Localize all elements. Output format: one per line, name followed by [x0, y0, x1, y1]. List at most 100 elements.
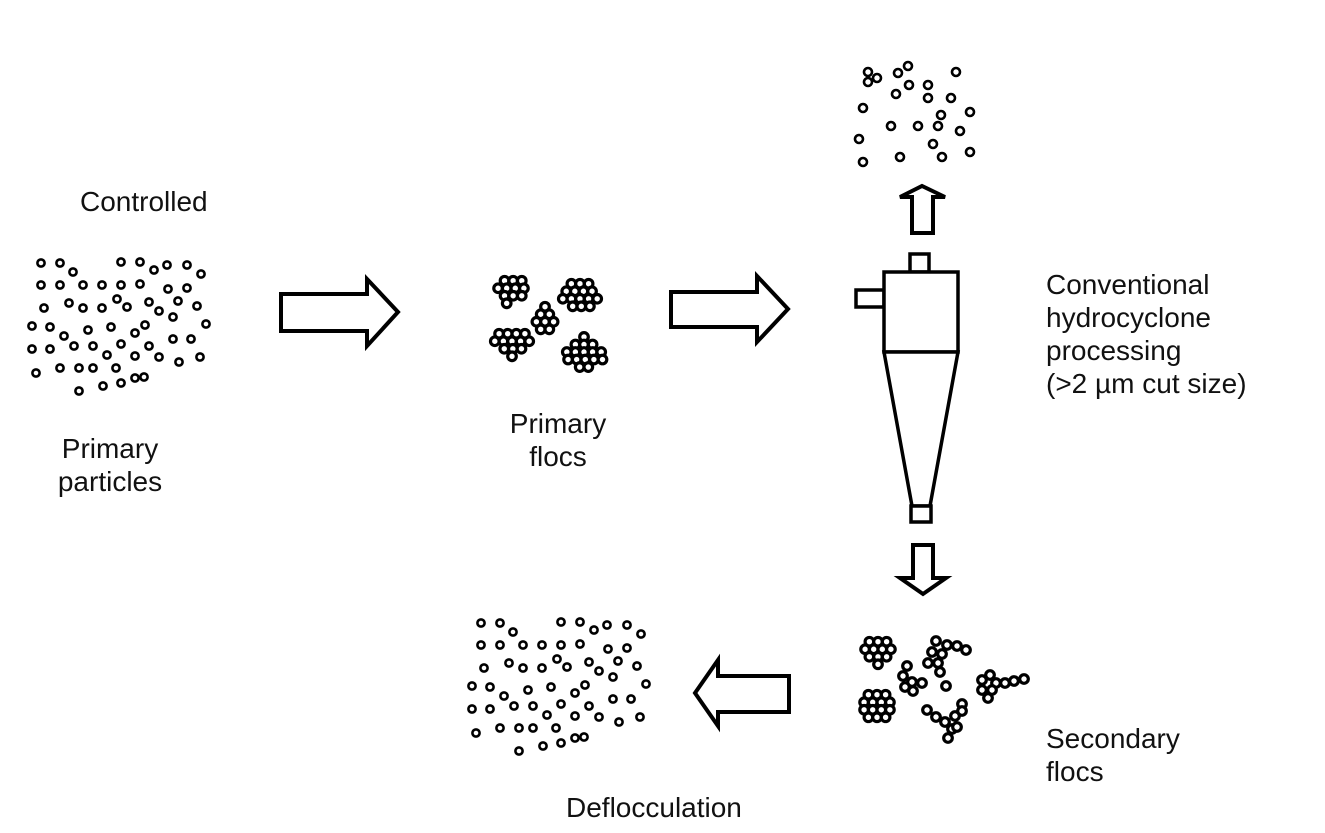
deflocculated-particle	[614, 717, 624, 727]
primary-particle	[112, 294, 122, 304]
floc-particle	[880, 650, 893, 663]
deflocculated-particle	[579, 732, 589, 742]
primary-particles-line-2: particles	[57, 466, 163, 497]
primary-particle	[102, 350, 112, 360]
deflocculated-particle	[537, 640, 547, 650]
overflow-particle	[853, 133, 865, 145]
deflocculated-particle	[538, 741, 548, 751]
floc-particle	[932, 657, 944, 669]
floc-particle	[942, 732, 954, 744]
primary-particle	[78, 303, 88, 313]
deflocculated-particle	[485, 682, 495, 692]
floc-particle	[1018, 673, 1030, 685]
arrow-right-icon	[669, 270, 791, 348]
floc-particle	[901, 660, 913, 672]
primary-particle	[55, 280, 65, 290]
floc-particle	[930, 635, 942, 647]
underflow-outlet	[909, 504, 933, 524]
deflocculated-particle	[584, 657, 594, 667]
deflocculated-particle	[485, 704, 495, 714]
primary-particle	[111, 363, 121, 373]
primary-particle	[27, 321, 37, 331]
overflow-particle	[964, 146, 976, 158]
arrow-right-icon	[279, 273, 401, 352]
overflow-particles-cluster	[853, 60, 976, 168]
deflocculated-particle	[476, 618, 486, 628]
deflocculated-particle	[528, 701, 538, 711]
primary-particle	[154, 306, 164, 316]
overflow-particle	[950, 66, 962, 78]
primary-particles-cluster	[27, 257, 211, 396]
primary-particle	[154, 352, 164, 362]
primary-particle	[140, 320, 150, 330]
deflocculated-particle	[635, 712, 645, 722]
floc-particle	[921, 704, 933, 716]
arrow-up-icon	[899, 183, 946, 235]
deflocculation-label: Deflocculation	[566, 792, 742, 823]
feed-inlet	[854, 288, 886, 309]
primary-particle	[68, 267, 78, 277]
deflocculated-particle	[551, 723, 561, 733]
floc-particle	[872, 658, 884, 671]
cylinder-section	[882, 270, 960, 354]
primary-particle	[116, 280, 126, 290]
deflocculated-particle	[594, 666, 604, 676]
floc-particle	[982, 692, 994, 704]
primary-particle	[78, 280, 88, 290]
deflocculated-particle	[608, 672, 618, 682]
deflocculated-particle	[495, 640, 505, 650]
floc-particle	[591, 292, 604, 305]
deflocculated-particle	[546, 682, 556, 692]
overflow-particle	[902, 60, 914, 72]
deflocculated-particle	[584, 701, 594, 711]
deflocculated-particle	[570, 688, 580, 698]
overflow-particle	[912, 120, 924, 132]
deflocculated-particle	[556, 738, 566, 748]
floc-particle	[515, 289, 528, 302]
primary-particle	[163, 284, 173, 294]
primary-particle	[186, 334, 196, 344]
primary-particle	[97, 303, 107, 313]
floc-particle	[596, 353, 609, 366]
deflocculated-particle	[632, 661, 642, 671]
deflocculated-particle	[528, 723, 538, 733]
cone-section	[881, 350, 961, 508]
deflocculated-particle	[556, 640, 566, 650]
floc-particle	[934, 666, 946, 678]
floc-particle	[999, 677, 1011, 689]
hydrocyclone-line-4: (>2 µm cut size)	[1046, 368, 1247, 399]
deflocculated-particle	[523, 685, 533, 695]
secondary-flocs-line-1: Secondary	[1046, 723, 1180, 754]
deflocculated-particle	[608, 694, 618, 704]
overflow-particle	[862, 66, 874, 78]
overflow-particle	[932, 120, 944, 132]
primary-particle	[135, 257, 145, 267]
floc-particle	[543, 323, 556, 336]
deflocculated-particle	[476, 640, 486, 650]
floc-particle	[916, 677, 928, 689]
deflocculated-particle	[518, 640, 528, 650]
deflocculated-particle	[495, 723, 505, 733]
overflow-particle	[964, 106, 976, 118]
primary-particle	[130, 328, 140, 338]
primary-particle	[97, 280, 107, 290]
floc-particle	[500, 297, 513, 310]
primary-particle	[201, 319, 211, 329]
deflocculated-particle	[641, 679, 651, 689]
deflocculated-particle	[509, 701, 519, 711]
deflocculated-particle	[518, 663, 528, 673]
deflocculated-particle	[495, 618, 505, 628]
hydrocyclone-label: Conventional hydrocyclone processing (>2…	[1046, 268, 1247, 400]
controlled-label: Controlled	[80, 186, 208, 217]
primary-particle	[106, 322, 116, 332]
deflocculated-particle	[514, 746, 524, 756]
overflow-particle	[871, 72, 883, 84]
secondary-flocs-cluster	[858, 635, 1030, 744]
deflocculated-particle	[622, 620, 632, 630]
secondary-flocs-label: Secondary flocs	[1046, 722, 1180, 788]
overflow-particle	[954, 125, 966, 137]
primary-particle	[116, 378, 126, 388]
deflocculated-particle	[603, 644, 613, 654]
primary-particle	[182, 260, 192, 270]
